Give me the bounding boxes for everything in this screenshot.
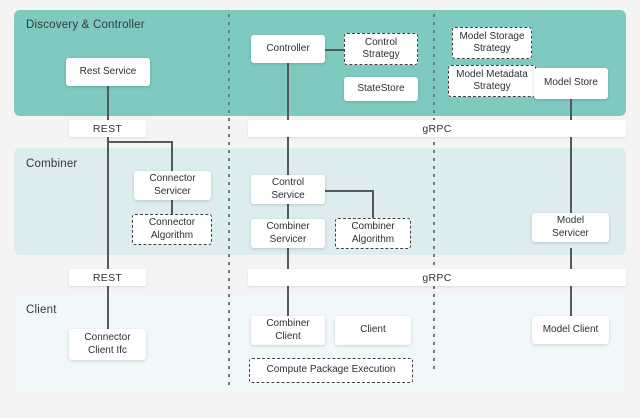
- node-model-store-label: Model Store: [544, 77, 598, 89]
- protocol-bar-grpc-top-label: gRPC: [422, 122, 452, 135]
- node-model-storage-strategy-label: Model Storage Strategy: [459, 30, 525, 55]
- node-combiner-servicer-label: Combiner Servicer: [266, 221, 310, 245]
- node-model-metadata-strategy[interactable]: Model Metadata Strategy: [448, 65, 536, 97]
- line-rest-to-client-trunk: [107, 133, 109, 329]
- node-model-servicer[interactable]: Model Servicer: [532, 213, 609, 242]
- node-model-store[interactable]: Model Store: [534, 68, 608, 99]
- node-statestore-label: StateStore: [357, 82, 405, 94]
- node-connector-servicer[interactable]: Connector Servicer: [134, 171, 211, 200]
- line-controller-to-control-strategy: [325, 49, 345, 51]
- line-control-service-to-combiner-algorithm: [325, 190, 373, 192]
- node-model-servicer-label: Model Servicer: [552, 215, 589, 239]
- node-controller-label: Controller: [266, 42, 310, 54]
- band-label-discovery-controller: Discovery & Controller: [26, 19, 145, 31]
- band-label-client: Client: [26, 304, 57, 316]
- node-control-service-label: Control Service: [271, 177, 305, 201]
- line-controller-trunk: [287, 63, 289, 122]
- line-rest-branch-to-connector-servicer: [171, 141, 173, 171]
- protocol-bar-grpc-bottom-label: gRPC: [422, 271, 452, 284]
- node-connector-algorithm[interactable]: Connector Algorithm: [132, 214, 212, 245]
- column-divider-right: [433, 14, 435, 374]
- node-connector-algorithm-label: Connector Algorithm: [148, 217, 196, 241]
- node-combiner-algorithm-label: Combiner Algorithm: [351, 221, 395, 245]
- node-rest-service-label: Rest Service: [79, 65, 137, 77]
- line-connector-servicer-to-algorithm: [171, 199, 173, 215]
- column-divider-left: [228, 14, 230, 386]
- line-model-store-trunk: [570, 99, 572, 122]
- node-model-metadata-strategy-label: Model Metadata Strategy: [456, 68, 528, 93]
- line-grpc-to-control-service: [287, 133, 289, 175]
- protocol-bar-grpc-top: gRPC: [248, 120, 626, 137]
- line-control-service-to-combiner-servicer: [287, 203, 289, 220]
- protocol-bar-rest-bottom-label: REST: [92, 271, 123, 284]
- node-client[interactable]: Client: [335, 316, 411, 345]
- node-connector-client-ifc[interactable]: Connector Client Ifc: [69, 329, 146, 360]
- line-combiner-algorithm-drop: [372, 190, 374, 220]
- node-compute-package-execution[interactable]: Compute Package Execution: [249, 358, 413, 383]
- protocol-bar-rest-top: REST: [69, 120, 146, 137]
- node-combiner-client[interactable]: Combiner Client: [251, 316, 325, 345]
- protocol-bar-grpc-bottom: gRPC: [248, 269, 626, 286]
- band-label-combiner: Combiner: [26, 158, 78, 170]
- line-rest-branch-horizontal: [107, 141, 173, 143]
- node-model-storage-strategy[interactable]: Model Storage Strategy: [452, 27, 532, 59]
- node-model-client[interactable]: Model Client: [532, 316, 609, 344]
- node-model-client-label: Model Client: [542, 323, 599, 335]
- line-grpc-to-model-client: [570, 281, 572, 316]
- line-grpc-to-model-servicer: [570, 133, 572, 213]
- node-client-label: Client: [360, 324, 386, 336]
- protocol-bar-rest-bottom: REST: [69, 269, 146, 286]
- line-model-servicer-to-grpc: [570, 248, 572, 270]
- node-connector-client-ifc-label: Connector Client Ifc: [84, 332, 131, 356]
- line-grpc-to-combiner-client: [287, 281, 289, 316]
- node-compute-package-execution-label: Compute Package Execution: [266, 364, 396, 376]
- line-combiner-servicer-to-grpc: [287, 248, 289, 270]
- line-rest-service-trunk: [107, 85, 109, 122]
- node-combiner-servicer[interactable]: Combiner Servicer: [251, 219, 325, 248]
- node-controller[interactable]: Controller: [251, 35, 325, 63]
- protocol-bar-rest-top-label: REST: [92, 122, 123, 135]
- node-connector-servicer-label: Connector Servicer: [149, 173, 196, 197]
- node-combiner-client-label: Combiner Client: [266, 318, 310, 342]
- node-control-strategy-label: Control Strategy: [362, 36, 400, 61]
- node-control-strategy[interactable]: Control Strategy: [344, 33, 418, 65]
- node-combiner-algorithm[interactable]: Combiner Algorithm: [335, 218, 411, 249]
- node-rest-service[interactable]: Rest Service: [66, 58, 150, 86]
- node-statestore[interactable]: StateStore: [344, 77, 418, 101]
- node-control-service[interactable]: Control Service: [251, 175, 325, 204]
